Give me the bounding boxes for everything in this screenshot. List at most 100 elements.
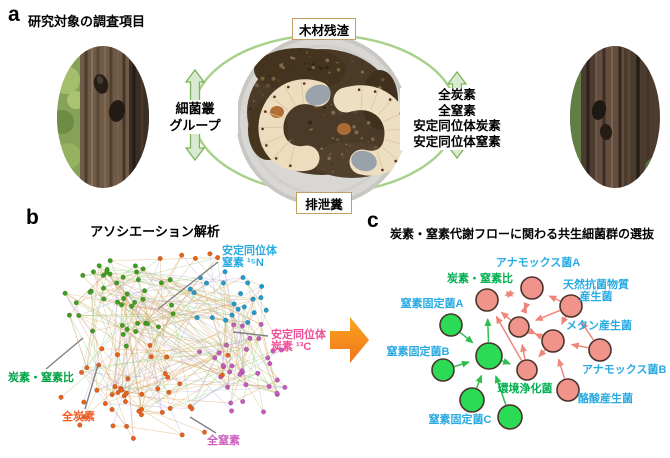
assoc-edge — [242, 277, 262, 287]
assoc-edge — [98, 322, 146, 366]
assoc-edge — [147, 255, 183, 324]
assoc-node — [187, 286, 193, 292]
label-line: 炭素・窒素比 — [8, 372, 74, 384]
bacteria-node-butyrate — [556, 378, 580, 402]
assoc-node — [107, 258, 113, 264]
assoc-edge — [122, 325, 230, 373]
label-line: 安定同位体炭素 — [413, 119, 501, 133]
assoc-edge — [93, 271, 229, 356]
assoc-edge — [82, 275, 105, 300]
flow-edge — [459, 332, 474, 344]
assoc-edge — [135, 265, 260, 339]
flow-edge — [548, 295, 561, 303]
assoc-edge — [91, 290, 143, 300]
node-label-butyrate: 酪酸産生菌 — [578, 393, 633, 405]
assoc-edge — [149, 282, 207, 346]
bacteria-node-nf_b — [431, 358, 455, 382]
assoc-edge — [242, 298, 254, 327]
frass-speckle — [290, 56, 293, 60]
node-label-cn_ratio: 炭素・窒素比 — [447, 273, 513, 285]
excrement-box: 排泄糞 — [296, 192, 352, 214]
assoc-node — [80, 272, 86, 278]
assoc-edge — [168, 372, 258, 393]
assoc-edge — [103, 265, 136, 289]
assoc-edge — [127, 378, 134, 439]
larva-segment-line — [284, 85, 296, 106]
assoc-node — [62, 290, 68, 296]
assoc-node — [267, 361, 273, 367]
assoc-edge — [223, 282, 247, 385]
assoc-edge — [103, 274, 195, 293]
assoc-edge — [157, 282, 207, 389]
larva-spiracle-dot — [289, 164, 292, 168]
label-pointer-line — [157, 261, 219, 310]
assoc-edge — [196, 317, 243, 371]
assoc-edge — [64, 293, 119, 393]
association-network — [58, 251, 288, 441]
assoc-node — [220, 280, 226, 286]
node-label-nf_b: 窒素固定菌B — [386, 346, 450, 358]
bacteria-node-purify — [516, 359, 538, 381]
label-total-nitrogen: 全窒素 — [207, 435, 240, 447]
assoc-edge — [122, 277, 124, 299]
assoc-node — [179, 252, 185, 258]
assoc-edge — [103, 282, 117, 289]
frass-speckle — [308, 68, 312, 72]
assoc-edge — [142, 268, 174, 314]
assoc-node — [203, 280, 210, 286]
assoc-edge — [123, 313, 174, 396]
frass-speckle — [349, 144, 352, 147]
assoc-edge — [227, 324, 235, 388]
assoc-edge — [229, 371, 278, 394]
assoc-edge — [114, 298, 124, 387]
assoc-edge — [60, 364, 99, 398]
assoc-node — [77, 422, 83, 428]
assoc-edge — [64, 293, 103, 349]
node-label-nf_a: 窒素固定菌A — [400, 298, 464, 310]
frass-speckle — [311, 63, 315, 66]
assoc-node — [134, 269, 140, 275]
assoc-node — [87, 289, 93, 295]
assoc-node — [157, 255, 163, 262]
assoc-edge — [241, 299, 254, 371]
assoc-node — [258, 295, 264, 301]
frass-speckle — [325, 79, 328, 82]
assoc-node — [81, 414, 87, 420]
assoc-edge — [243, 306, 278, 394]
assoc-edge — [96, 356, 167, 391]
panel-a-title: 研究対象の調査項目 — [28, 14, 146, 29]
assoc-edge — [126, 290, 145, 330]
assoc-node — [235, 306, 241, 312]
assoc-node — [90, 328, 96, 334]
assoc-edge — [257, 373, 278, 395]
assoc-edge — [81, 372, 183, 436]
assoc-edge — [92, 330, 127, 427]
frass-speckle — [354, 130, 359, 135]
assoc-edge — [78, 315, 93, 332]
frass-speckle — [311, 65, 315, 70]
assoc-edge — [135, 331, 223, 376]
assoc-edge — [121, 346, 127, 391]
assoc-edge — [126, 293, 159, 328]
bacteria-node-antibiotic — [559, 294, 583, 318]
assoc-edge — [172, 313, 216, 359]
frass-speckle — [327, 156, 331, 160]
assoc-edge — [96, 383, 180, 391]
assoc-edge — [230, 306, 245, 404]
assoc-edge — [121, 293, 128, 391]
assoc-edge — [98, 364, 191, 407]
assoc-node — [90, 269, 96, 275]
assoc-edge — [214, 303, 235, 359]
label-pointers — [45, 261, 269, 434]
assoc-edge — [222, 338, 260, 366]
assoc-edge — [195, 258, 235, 305]
assoc-edge — [168, 350, 274, 393]
assoc-edge — [151, 325, 243, 358]
assoc-node — [274, 377, 280, 383]
assoc-edge — [231, 314, 270, 387]
assoc-edge — [92, 313, 174, 332]
assoc-edge — [124, 352, 220, 397]
flow-edge — [475, 374, 483, 389]
assoc-node — [164, 354, 170, 360]
assoc-node — [102, 401, 108, 407]
